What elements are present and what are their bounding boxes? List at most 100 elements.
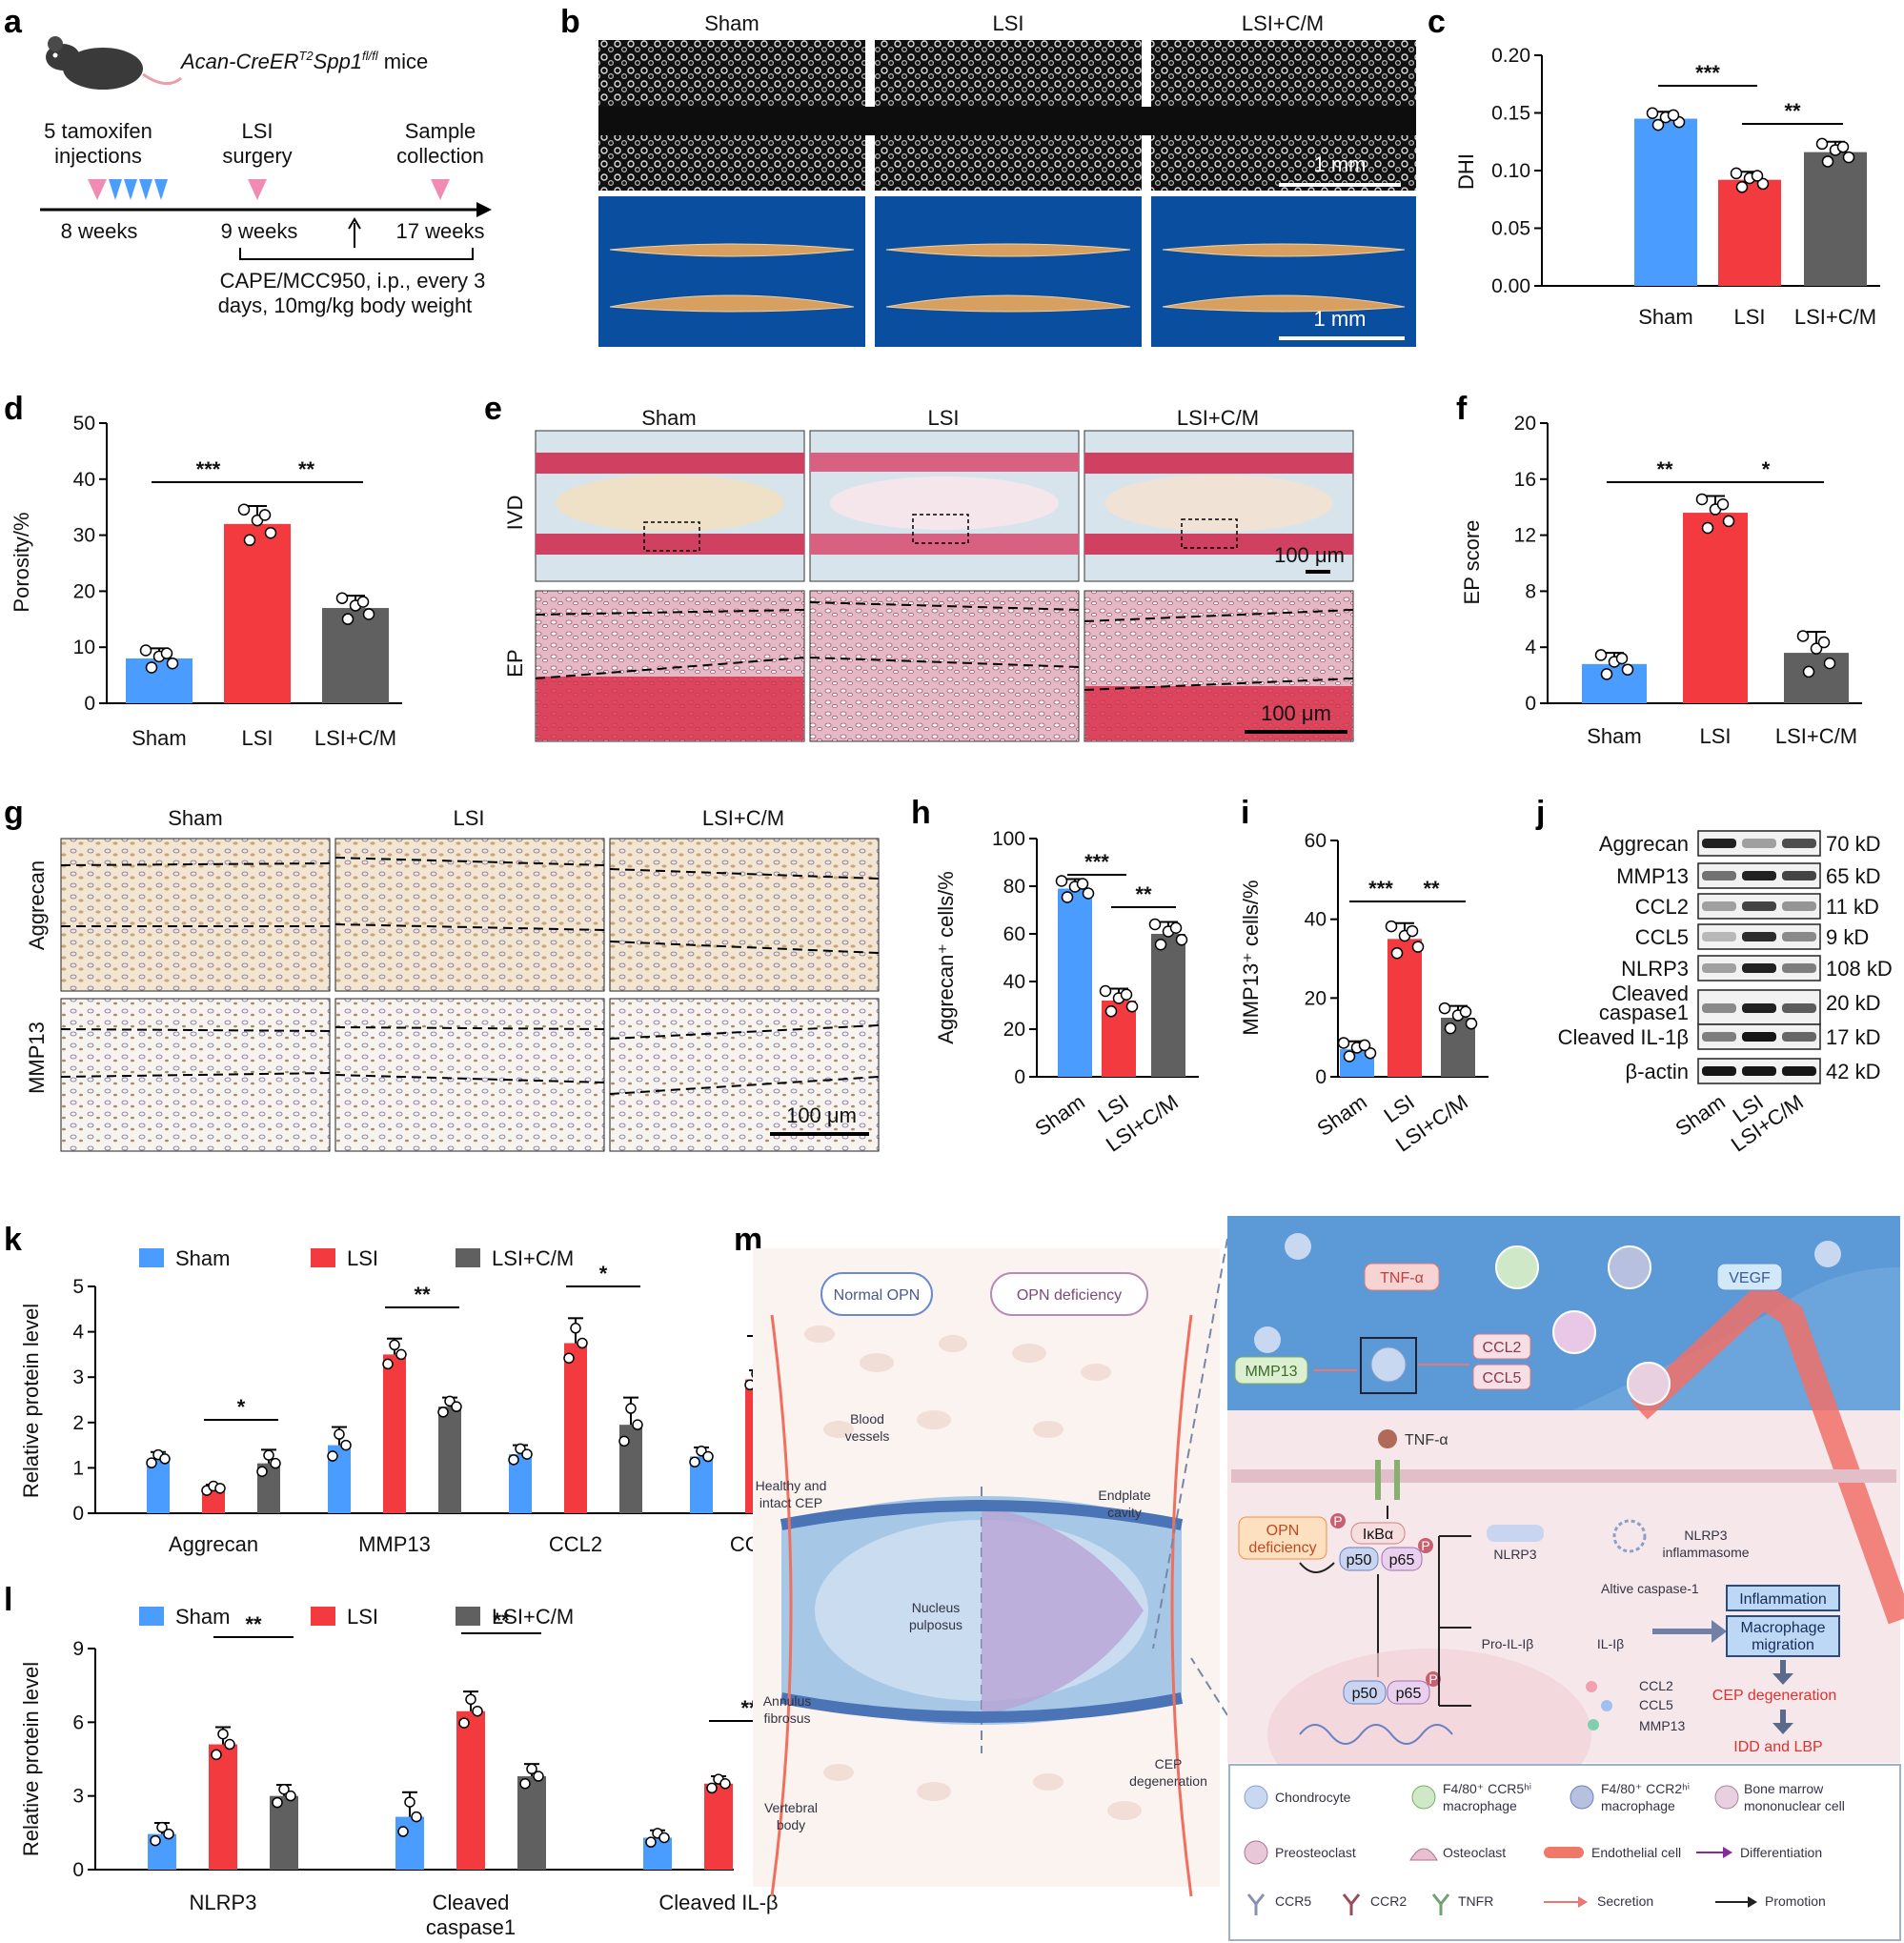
e-row-ep: EP [503, 649, 527, 677]
y-axis-label: MMP13⁺ cells/% [1239, 880, 1263, 1035]
data-point [389, 1339, 400, 1351]
significance-label: ** [1135, 882, 1152, 906]
data-point [1343, 1050, 1356, 1063]
event-tamoxifen-2: injections [54, 144, 142, 168]
panel-b-microct: Sham LSI LSI+C/M 1 mm 1 mm [598, 11, 1416, 347]
data-point [577, 1337, 588, 1349]
data-point [395, 1348, 407, 1361]
blot-band [1742, 1003, 1776, 1013]
category-label: CCL2 [549, 1532, 602, 1556]
blot-size-2: 65 kD [1826, 864, 1880, 888]
y-tick-label: 0.15 [1491, 103, 1530, 125]
panel-label-a: a [4, 4, 23, 40]
significance-label: ** [298, 457, 315, 481]
category-label: Sham [1587, 724, 1641, 748]
y-tick-label: 0.05 [1491, 218, 1530, 240]
y-tick-label: 16 [1514, 469, 1536, 491]
data-point [1836, 140, 1850, 153]
data-point [645, 1836, 657, 1848]
blot-label-ccl2: CCL2 [1635, 895, 1689, 919]
b-col-lsic: LSI+C/M [1242, 11, 1324, 35]
lg-differentiation: Differentiation [1740, 1845, 1822, 1860]
category-label: Sham [1638, 305, 1692, 329]
p50-nuc: p50 [1352, 1686, 1378, 1702]
ccl2-top: CCL2 [1483, 1340, 1522, 1356]
lg-ccr2-1: F4/80⁺ CCR2ʰⁱ [1601, 1781, 1690, 1796]
lg-endothelial: Endothelial cell [1591, 1845, 1681, 1860]
panel-label-k: k [4, 1222, 22, 1258]
data-point [278, 1783, 290, 1795]
y-tick-label: 20 [1305, 987, 1327, 1009]
e-col-lsic: LSI+C/M [1177, 406, 1259, 430]
data-point [1735, 181, 1749, 193]
p65-nuc: p65 [1396, 1686, 1422, 1702]
data-point [1802, 665, 1815, 678]
event-lsi-2: surgery [222, 144, 292, 168]
bar-LSI+C/M [322, 608, 389, 703]
data-point [1148, 918, 1162, 931]
bar [456, 1710, 485, 1870]
label-nucleus1: Nucleus [912, 1600, 961, 1615]
legend-swatch [311, 1248, 335, 1267]
bar-Sham [126, 658, 192, 703]
data-point [1061, 891, 1074, 903]
data-point [526, 1763, 537, 1775]
data-point [272, 1796, 283, 1809]
tnfa-top: TNF-α [1380, 1270, 1424, 1286]
blot-band [1702, 1032, 1736, 1042]
blot-label-aggrecan: Aggrecan [1599, 832, 1689, 856]
g-row-mmp13: MMP13 [25, 1022, 49, 1094]
significance-label: ** [1423, 877, 1440, 901]
blot-band [1782, 932, 1816, 941]
data-point [327, 1450, 338, 1462]
y-tick-label: 30 [73, 525, 95, 547]
ep-lsi [809, 590, 1080, 742]
data-point [1385, 920, 1398, 933]
panel-m-schematic: Normal OPN OPN deficiency Blood vessels … [753, 1216, 1904, 1941]
data-point [217, 1728, 229, 1740]
bar [209, 1744, 237, 1870]
y-tick-label: 2 [72, 1412, 84, 1434]
ihc-mmp13-lsi [334, 998, 605, 1152]
opn-deficiency-pill [990, 1272, 1148, 1316]
blot-label-ccl5: CCL5 [1635, 925, 1689, 949]
bar-Sham [1058, 888, 1092, 1077]
bar-Sham [1634, 118, 1697, 286]
idd-outcome: IDD and LBP [1733, 1739, 1822, 1755]
y-tick-label: 0 [1525, 693, 1536, 715]
blot-label-mmp13: MMP13 [1616, 864, 1689, 888]
significance-label: ** [1784, 99, 1801, 123]
event-sample: Sample [405, 119, 476, 143]
lg-ccr5: CCR5 [1275, 1893, 1311, 1909]
data-point [1337, 1037, 1350, 1049]
event-sample-2: collection [396, 144, 484, 168]
data-point [263, 1449, 274, 1461]
data-point [632, 1419, 643, 1430]
blot-band [1782, 1032, 1816, 1042]
inflammation-box: Inflammation [1739, 1591, 1827, 1608]
inflammasome-1: NLRP3 [1684, 1528, 1727, 1543]
label-nucleus2: pulposus [909, 1617, 962, 1632]
data-point [1722, 515, 1735, 528]
category-label: LSI [1699, 724, 1731, 748]
blot-size-7: 17 kD [1826, 1025, 1880, 1049]
lg-ccr5-1: F4/80⁺ CCR5ʰⁱ [1443, 1781, 1531, 1796]
data-point [1621, 663, 1634, 676]
category-label: LSI+C/M [314, 726, 396, 750]
label-blood1: Blood [850, 1411, 884, 1427]
data-point [1358, 1039, 1371, 1052]
y-tick-label: 40 [1305, 909, 1327, 931]
blot-band [1782, 871, 1816, 880]
blot-band [1702, 932, 1736, 941]
b-col-lsi: LSI [992, 11, 1023, 35]
time-8w: 8 weeks [61, 219, 138, 243]
blot-lane-sham: Sham [1671, 1090, 1729, 1141]
y-tick-label: 0 [72, 1859, 84, 1881]
data-point [465, 1693, 476, 1706]
e-col-lsi: LSI [927, 406, 959, 430]
significance-label: *** [1368, 877, 1393, 901]
data-point [658, 1832, 670, 1844]
significance-label: *** [196, 457, 221, 481]
